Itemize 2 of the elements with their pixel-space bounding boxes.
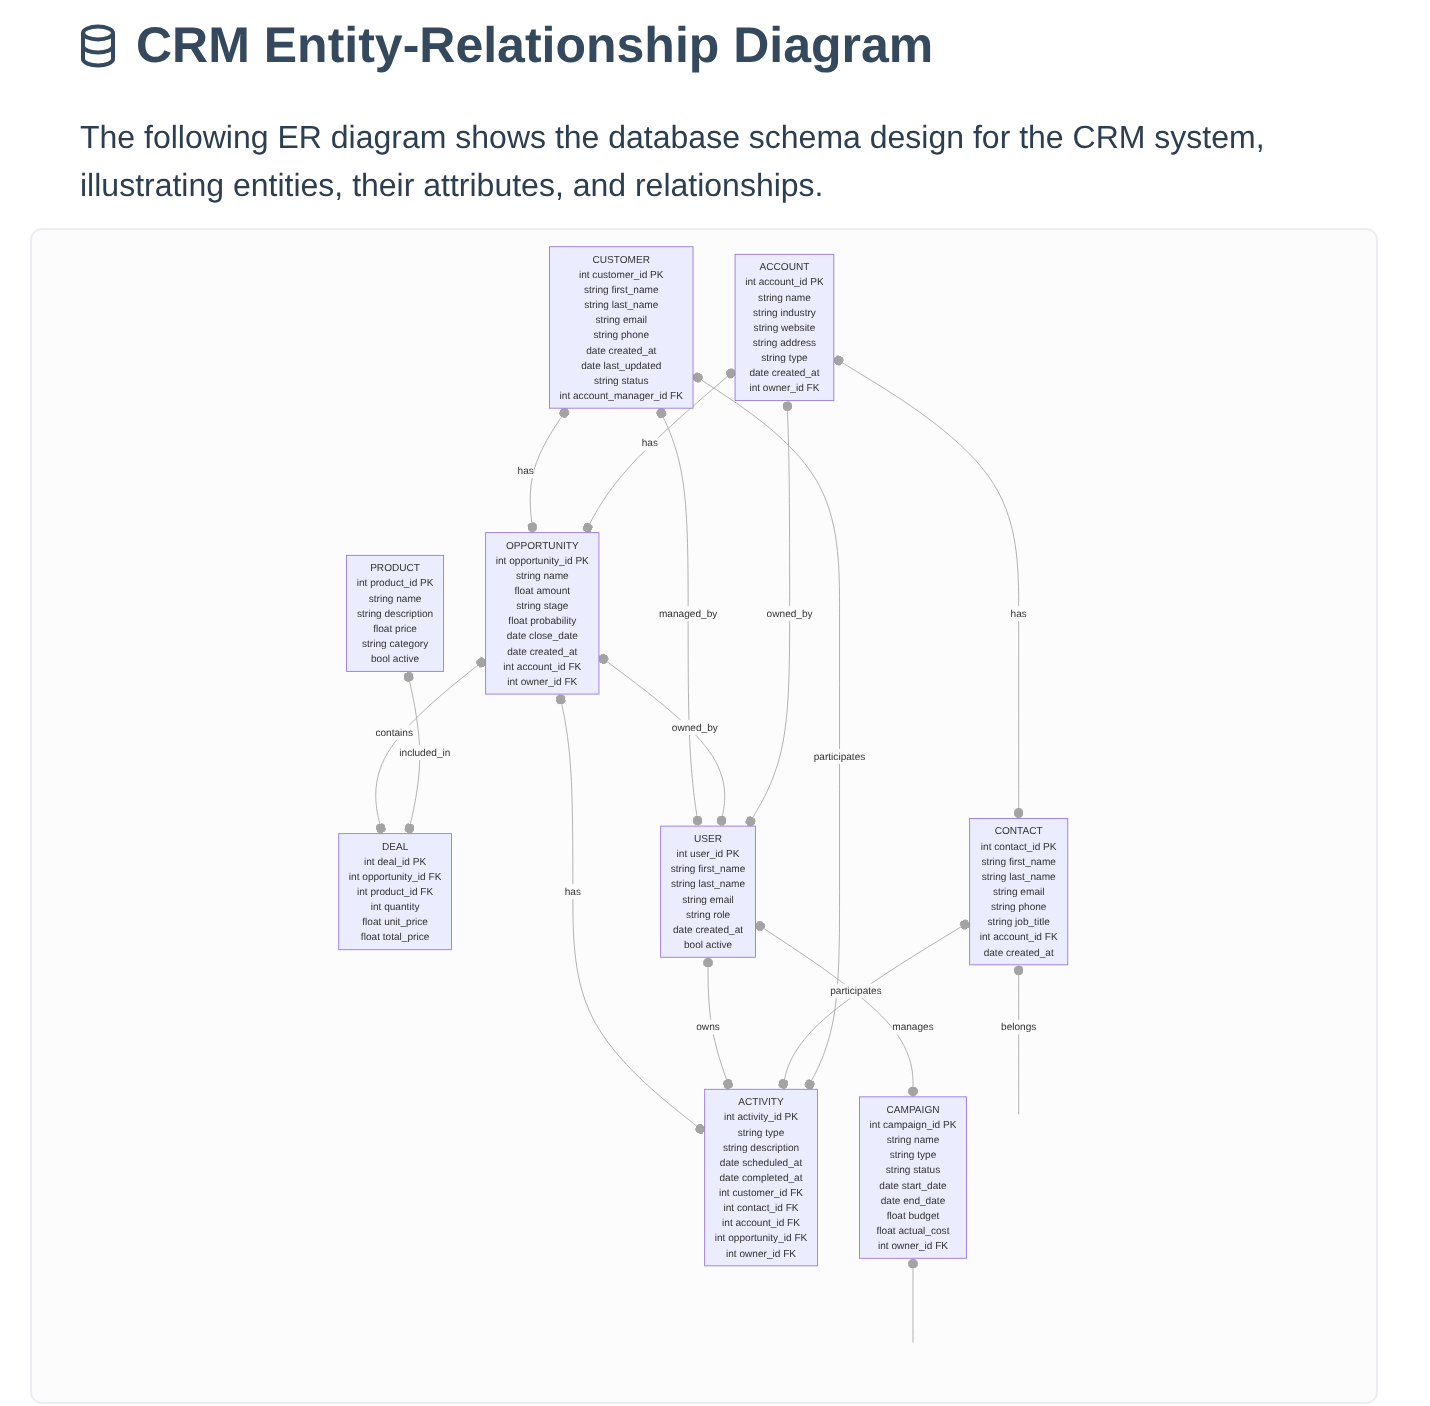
intro-paragraph: The following ER diagram shows the database schema design for the CRM system, illustrating entities, their attributes, and relationships. bbox=[80, 120, 1267, 208]
page-title: CRM Entity-Relationship Diagram bbox=[136, 16, 934, 76]
